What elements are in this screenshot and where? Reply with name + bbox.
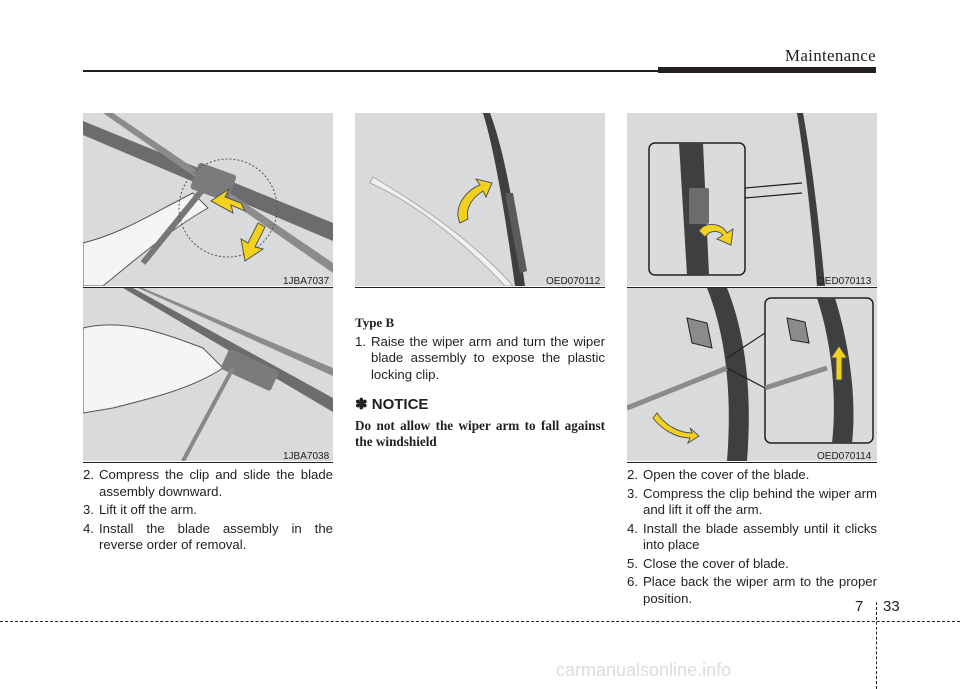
step-number: 2. xyxy=(627,467,638,482)
notice-text: Do not allow the wiper arm to fall again… xyxy=(355,417,605,449)
step-text: Install the blade assembly until it clic… xyxy=(643,520,877,553)
chapter-number: 7 xyxy=(855,598,864,615)
wiper-blade-slide-illustration xyxy=(83,288,333,461)
figure-caption-rule xyxy=(627,287,877,288)
step-text: Raise the wiper arm and turn the wiper b… xyxy=(371,333,605,382)
release-clip-illustration xyxy=(627,288,874,461)
figure-code: 1JBA7037 xyxy=(283,276,330,287)
step-text: Lift it off the arm. xyxy=(99,502,197,517)
step-number: 4. xyxy=(83,520,94,536)
watermark: carmanualsonline.info xyxy=(556,660,732,680)
figure-code: OED070113 xyxy=(817,276,872,287)
list-item: 2. Open the cover of the blade. xyxy=(627,467,877,484)
figure-code: 1JBA7038 xyxy=(283,451,330,462)
figure-caption-rule xyxy=(355,287,605,288)
figure-code: OED070112 xyxy=(546,276,601,287)
raise-wiper-arm-illustration xyxy=(369,113,527,286)
figure-caption-rule xyxy=(627,462,877,463)
step-text: Open the cover of the blade. xyxy=(643,467,810,482)
figure-raise-wiper-arm xyxy=(355,113,605,286)
open-blade-cover-illustration xyxy=(648,113,825,286)
figure-wiper-blade-slide xyxy=(83,288,333,461)
header-rule xyxy=(83,70,876,72)
step-text: Place back the wiper arm to the proper p… xyxy=(643,574,877,606)
list-item: 2. Compress the clip and slide the blade… xyxy=(83,467,333,500)
section-title: Maintenance xyxy=(784,46,876,65)
left-column-steps: 2. Compress the clip and slide the blade… xyxy=(83,467,333,556)
step-number: 1. xyxy=(355,333,366,349)
step-number: 4. xyxy=(627,520,638,536)
list-item: 4. Install the blade assembly until it c… xyxy=(627,521,877,554)
step-number: 3. xyxy=(83,502,94,517)
list-item: 3. Lift it off the arm. xyxy=(83,502,333,519)
notice-title: ✽ NOTICE xyxy=(355,396,429,413)
list-item: 4. Install the blade assembly in the rev… xyxy=(83,521,333,554)
step-text: Compress the clip and slide the blade as… xyxy=(99,467,333,499)
step-number: 5. xyxy=(627,555,638,571)
step-number: 6. xyxy=(627,574,638,589)
step-number: 3. xyxy=(627,485,638,501)
figure-open-blade-cover xyxy=(627,113,877,286)
step-text: Install the blade assembly in the revers… xyxy=(99,520,333,553)
figure-code: OED070114 xyxy=(817,451,872,462)
type-label: Type B xyxy=(355,315,395,330)
footer-rule xyxy=(0,621,960,622)
list-item: 3. Compress the clip behind the wiper ar… xyxy=(627,486,877,519)
figure-wiper-clip-compress xyxy=(83,113,333,286)
figure-caption-rule xyxy=(83,462,333,463)
middle-column-steps: Type B 1. Raise the wiper arm and turn t… xyxy=(355,315,605,450)
step-number: 2. xyxy=(83,467,94,482)
figure-release-clip xyxy=(627,288,877,461)
wiper-clip-compress-illustration xyxy=(83,113,333,286)
step-text: Close the cover of blade. xyxy=(643,555,789,571)
page-number: 33 xyxy=(883,598,900,615)
footer-divider xyxy=(876,602,877,689)
step-text: Compress the clip behind the wiper arm a… xyxy=(643,485,877,518)
figure-caption-rule xyxy=(83,287,333,288)
right-column-steps: 2. Open the cover of the blade. 3. Compr… xyxy=(627,467,877,609)
list-item: 6. Place back the wiper arm to the prope… xyxy=(627,574,877,607)
header-rule-accent xyxy=(658,67,876,73)
list-item: 5. Close the cover of blade. xyxy=(627,556,877,573)
list-item: 1. Raise the wiper arm and turn the wipe… xyxy=(355,334,605,384)
